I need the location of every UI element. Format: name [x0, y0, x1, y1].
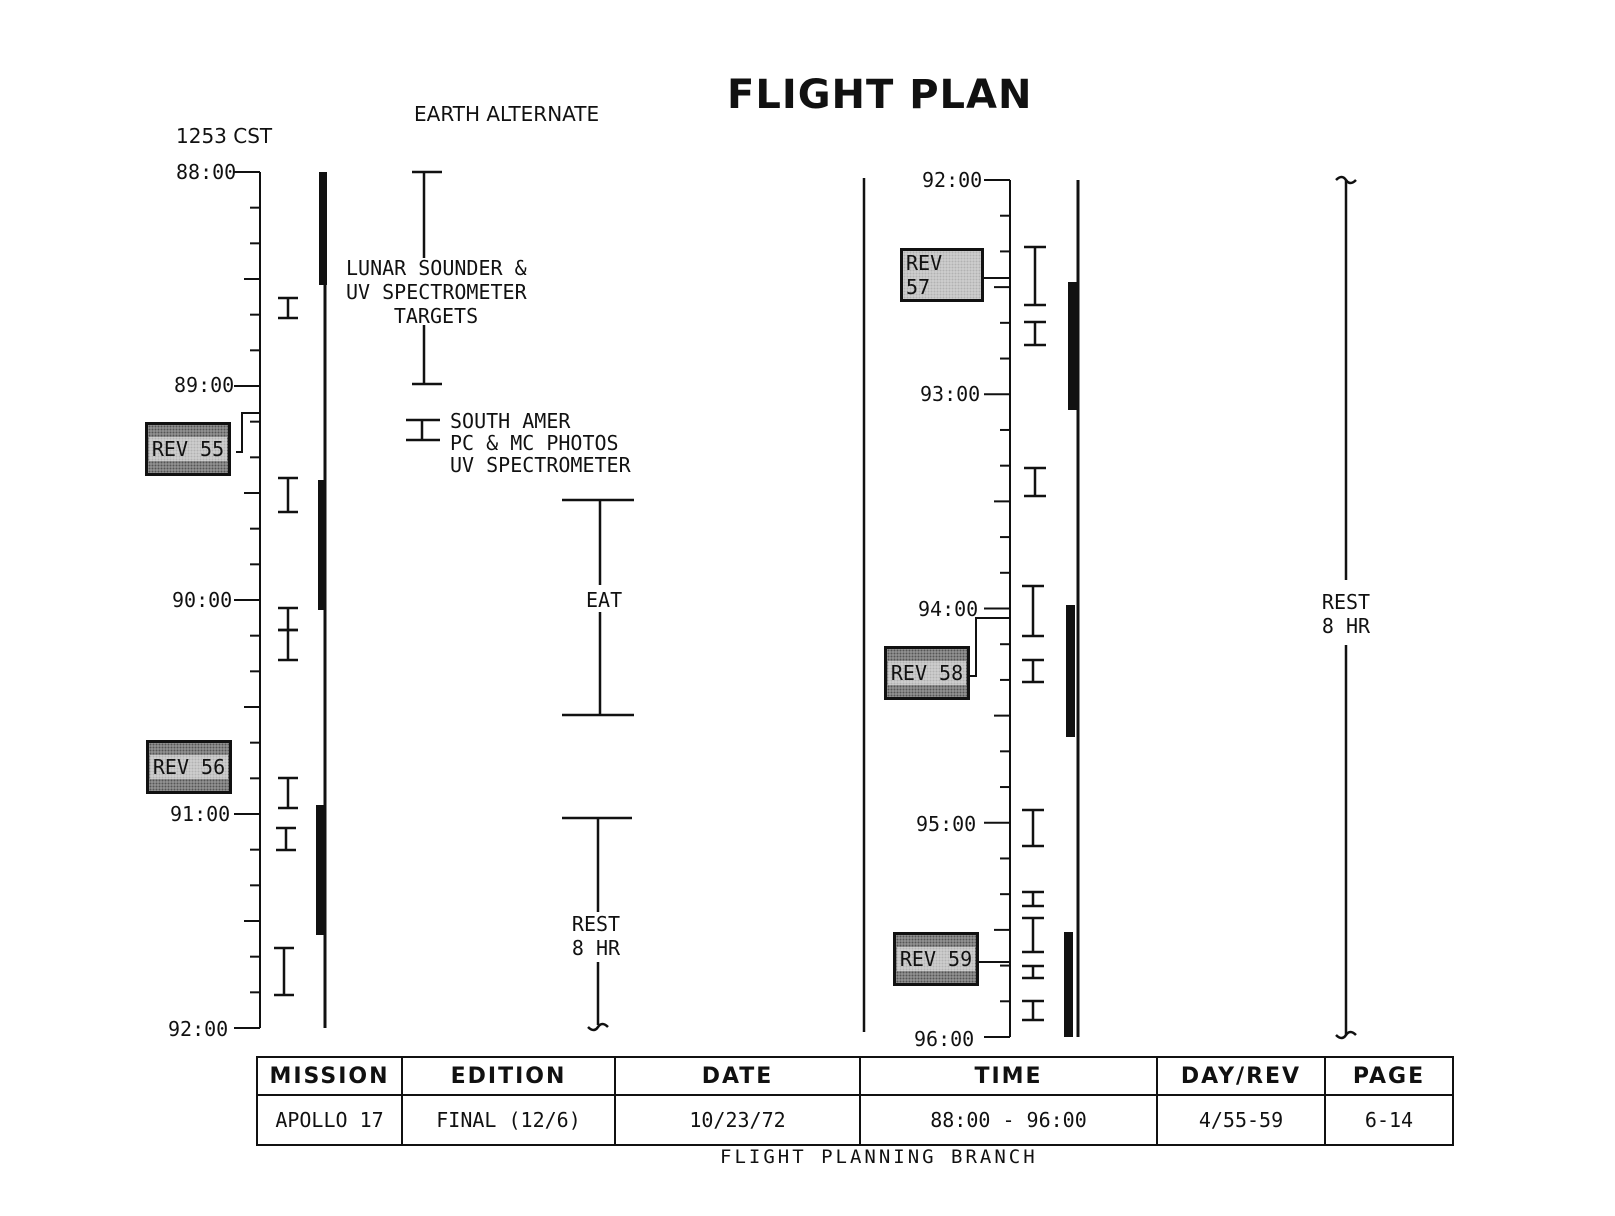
left-dark-segment-1 — [319, 172, 327, 285]
left-scale-label-88: 88:00 — [176, 160, 237, 184]
right-scale-label-93: 93:00 — [920, 382, 981, 406]
rev-57-label: REV 57 — [903, 251, 981, 299]
rev-55-connector — [236, 412, 260, 453]
lunar-sounder-span — [412, 170, 442, 386]
page-title: FLIGHT PLAN — [727, 72, 1033, 118]
left-dark-segment-2 — [318, 480, 326, 610]
rest-left-line-2: 8 HR — [571, 936, 621, 960]
left-dark-segment-3 — [316, 805, 324, 935]
bracket — [1022, 916, 1044, 954]
left-timeline — [316, 172, 327, 1028]
right-dark-segment-2 — [1066, 605, 1075, 737]
rev-58-connector — [966, 617, 1010, 677]
left-scale-label-90: 90:00 — [172, 588, 233, 612]
right-timeline — [1064, 180, 1080, 1037]
footer-value-mission: APOLLO 17 — [256, 1094, 403, 1146]
rev-56-label: REV 56 — [149, 755, 229, 779]
bracket — [274, 946, 294, 997]
south-amer-span — [406, 418, 440, 442]
right-scale-label-92: 92:00 — [922, 168, 983, 192]
left-scale-label-89: 89:00 — [174, 373, 235, 397]
bracket — [1022, 658, 1044, 684]
south-amer-text: SOUTH AMER PC & MC PHOTOS UV SPECTROMETE… — [450, 410, 631, 476]
south-amer-line-3: UV SPECTROMETER — [450, 453, 631, 477]
bracket — [1024, 320, 1046, 347]
rest-right-text: REST 8 HR — [1306, 590, 1386, 638]
eat-text: EAT — [586, 588, 623, 612]
footer-value-time: 88:00 - 96:00 — [859, 1094, 1158, 1146]
footer-table: MISSION EDITION DATE TIME DAY/REV PAGE A… — [256, 1056, 1454, 1146]
lunar-sounder-line-3: TARGETS — [393, 304, 479, 328]
left-scale-label-91: 91:00 — [170, 802, 231, 826]
bracket — [1022, 808, 1044, 848]
flight-planning-branch: FLIGHT PLANNING BRANCH — [720, 1146, 1038, 1168]
footer-header-page: PAGE — [1324, 1056, 1454, 1096]
south-amer-line-1: SOUTH AMER — [450, 409, 571, 433]
eat-span — [562, 498, 634, 717]
rest-left-line-1: REST — [571, 912, 621, 936]
footer-header-time: TIME — [859, 1056, 1158, 1096]
rest-left-text: REST 8 HR — [556, 912, 636, 960]
footer-header-edition: EDITION — [401, 1056, 616, 1096]
bracket — [1024, 245, 1046, 307]
bracket — [1022, 999, 1044, 1022]
footer-value-date: 10/23/72 — [614, 1094, 861, 1146]
rev-58-marker: REV 58 — [884, 646, 970, 700]
bracket — [278, 776, 298, 810]
earth-alternate-label: EARTH ALTERNATE — [414, 102, 600, 126]
lunar-sounder-text: LUNAR SOUNDER & UV SPECTROMETER TARGETS — [346, 256, 527, 328]
rev-59-marker: REV 59 — [893, 932, 979, 986]
bracket — [1022, 964, 1044, 980]
right-brackets — [1022, 245, 1046, 1022]
rev-58-label: REV 58 — [887, 661, 967, 685]
rev-57-marker: REV 57 — [900, 248, 984, 302]
left-scale-label-92: 92:00 — [168, 1017, 229, 1041]
left-time-axis — [234, 171, 261, 1029]
right-scale-label-96: 96:00 — [914, 1027, 975, 1051]
south-amer-line-2: PC & MC PHOTOS — [450, 431, 619, 455]
footer-value-dayrev: 4/55-59 — [1156, 1094, 1326, 1146]
rest-right-bottom-tilde — [1335, 1030, 1357, 1040]
rev-55-marker: REV 55 — [145, 422, 231, 476]
lunar-sounder-line-1: LUNAR SOUNDER & — [346, 256, 527, 280]
bracket — [276, 826, 296, 852]
lunar-sounder-line-2: UV SPECTROMETER — [346, 280, 527, 304]
bracket — [1024, 466, 1046, 498]
right-scale-label-95: 95:00 — [916, 812, 977, 836]
rev-59-label: REV 59 — [896, 947, 976, 971]
cst-label: 1253 CST — [176, 124, 273, 148]
right-scale-label-94: 94:00 — [918, 597, 979, 621]
rest-right-span — [1335, 175, 1357, 1040]
rev-55-label: REV 55 — [148, 437, 228, 461]
bracket — [278, 296, 298, 320]
bracket — [278, 606, 298, 632]
rev-56-marker: REV 56 — [146, 740, 232, 794]
footer-header-mission: MISSION — [256, 1056, 403, 1096]
rest-left-span — [562, 816, 632, 1032]
footer-header-date: DATE — [614, 1056, 861, 1096]
left-brackets — [274, 296, 298, 997]
bracket — [1022, 890, 1044, 908]
right-dark-segment-3 — [1064, 932, 1073, 1037]
footer-header-dayrev: DAY/REV — [1156, 1056, 1326, 1096]
footer-value-edition: FINAL (12/6) — [401, 1094, 616, 1146]
footer-value-page: 6-14 — [1324, 1094, 1454, 1146]
earth-alternate-activities — [406, 170, 634, 1032]
bracket — [278, 476, 298, 514]
right-dark-segment-1 — [1068, 282, 1077, 410]
bracket — [1022, 584, 1044, 638]
bracket — [278, 628, 298, 662]
right-time-axis — [984, 179, 1011, 1038]
rest-right-line-2: 8 HR — [1321, 614, 1371, 638]
rest-right-line-1: REST — [1321, 590, 1371, 614]
